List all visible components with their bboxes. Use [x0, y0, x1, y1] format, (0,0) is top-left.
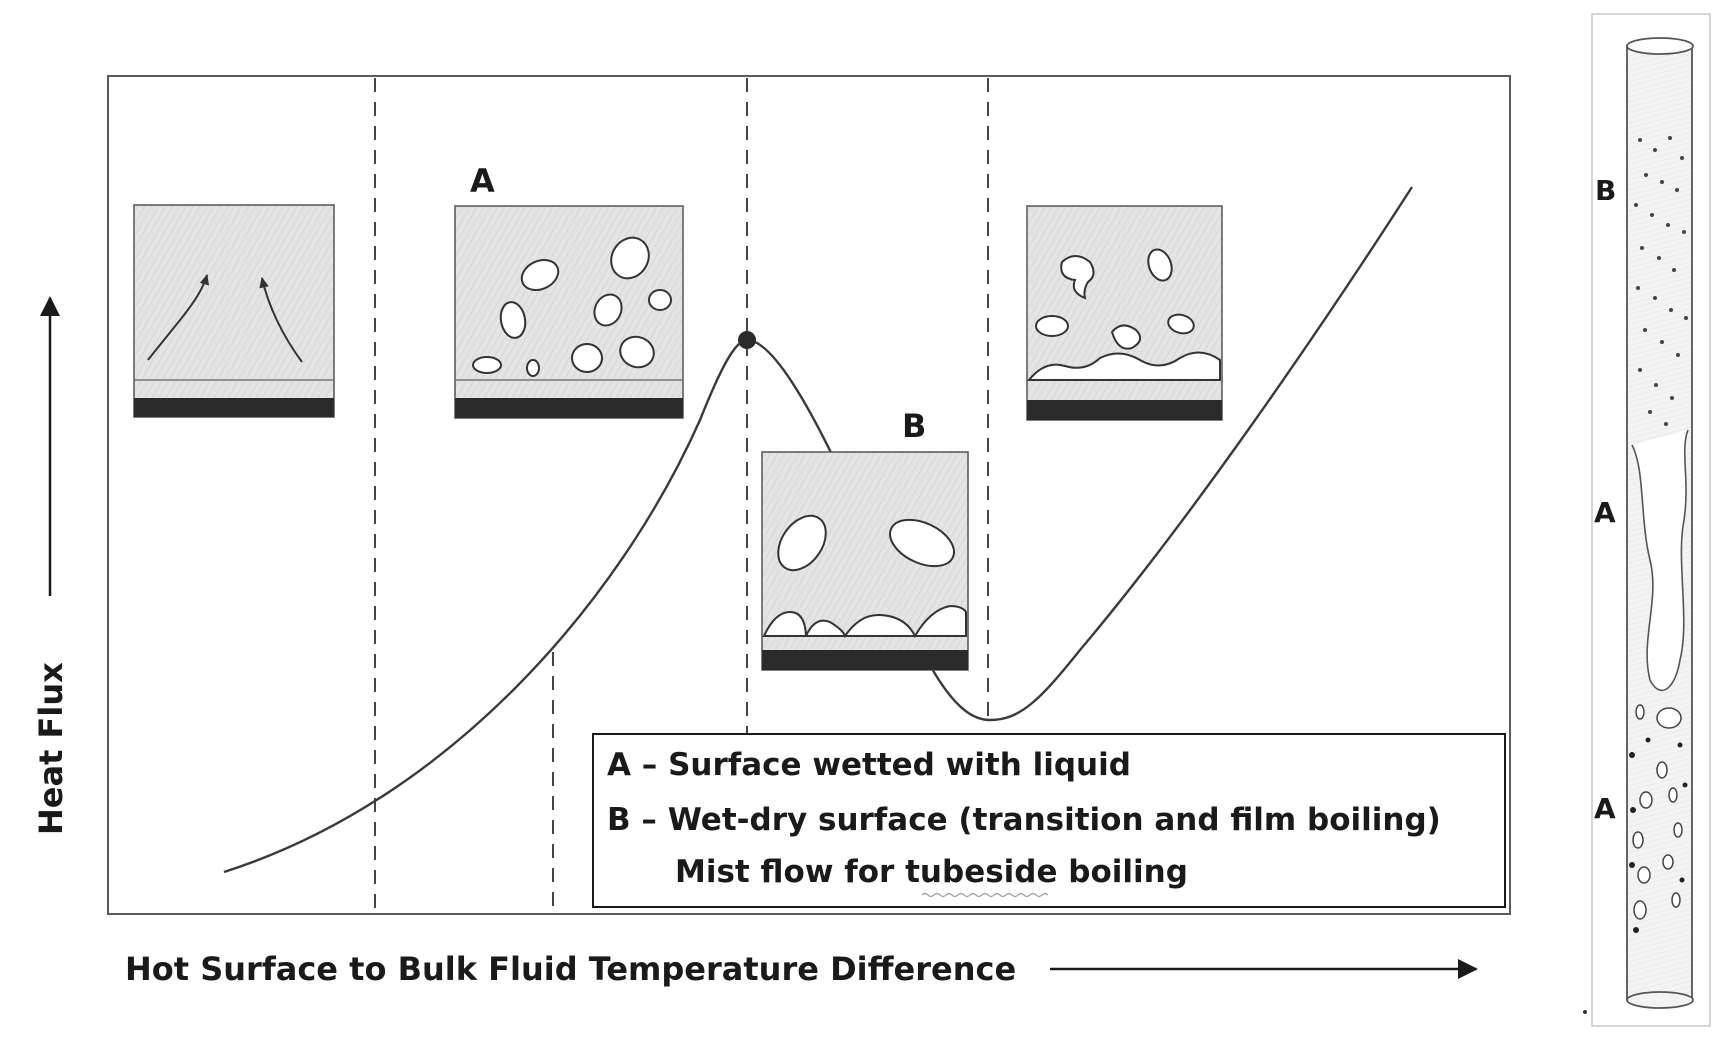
heater-surface — [1027, 400, 1222, 420]
panel-label-b: B — [902, 407, 926, 445]
legend-item-b: B – Wet-dry surface (transition and film… — [607, 802, 1441, 838]
region-dividers — [374, 78, 989, 912]
x-axis: Hot Surface to Bulk Fluid Temperature Di… — [125, 950, 1478, 988]
legend: A – Surface wetted with liquid B – Wet-d… — [592, 733, 1506, 908]
tube-dark-dots — [1629, 737, 1688, 933]
vapor-bubbles — [1035, 248, 1195, 350]
heater-surface — [762, 650, 968, 670]
heater-surface — [134, 398, 334, 417]
convection-arrow-icon — [147, 273, 210, 361]
vapor-film — [762, 604, 967, 639]
panel-natural-convection — [133, 204, 335, 418]
vapor-bubbles — [777, 514, 955, 572]
heater-surface — [455, 398, 683, 418]
tube-label-b: B — [1595, 174, 1616, 207]
tube-film-interface — [1631, 429, 1689, 692]
y-axis: Heat Flux — [32, 296, 70, 835]
spell-underline — [921, 892, 1049, 898]
legend-item-a: A – Surface wetted with liquid — [607, 747, 1131, 783]
tube-bottom-opening — [1626, 991, 1694, 1009]
critical-heat-flux-point — [738, 331, 756, 349]
panel-film-boiling — [1026, 205, 1223, 421]
mist-droplets — [1634, 136, 1688, 426]
tube-bubbles — [1632, 704, 1683, 920]
vapor-bubbles — [472, 236, 672, 377]
legend-box — [592, 733, 1506, 908]
tube-label-a-lower: A — [1594, 792, 1616, 825]
tube-label-a-upper: A — [1594, 496, 1616, 529]
stray-dot — [1583, 1010, 1587, 1014]
vapor-film — [1026, 351, 1221, 381]
panel-label-a: A — [470, 162, 495, 200]
y-axis-label: Heat Flux — [32, 662, 70, 835]
panel-nucleate-boiling: A — [454, 162, 684, 419]
convection-arrow-icon — [259, 276, 303, 363]
panel-transition-boiling: B — [761, 407, 969, 671]
legend-item-b-note: Mist flow for tubeside boiling — [675, 854, 1188, 890]
tube-illustration: B A A — [1583, 13, 1711, 1027]
x-axis-label: Hot Surface to Bulk Fluid Temperature Di… — [125, 950, 1016, 988]
tube-top-opening — [1626, 37, 1694, 55]
